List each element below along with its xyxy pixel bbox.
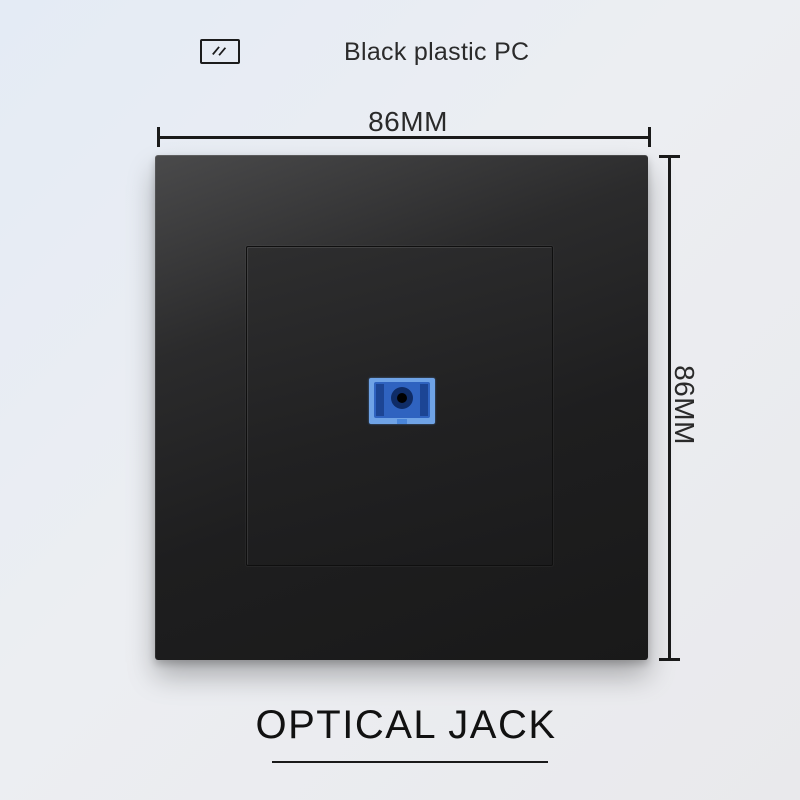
surface-finish-icon	[200, 39, 240, 64]
width-dimension-label: 86MM	[368, 106, 448, 137]
port-body	[374, 382, 430, 418]
height-dimension-label: 86MM	[669, 365, 700, 445]
port-latch-right	[420, 384, 428, 416]
title-underline	[272, 761, 548, 763]
width-dimension-tick-left	[157, 127, 160, 147]
width-dimension-tick-right	[648, 127, 651, 147]
port-latch-left	[376, 384, 384, 416]
height-dimension-line	[668, 156, 671, 660]
width-dimension-line	[158, 136, 650, 139]
height-dimension-tick-top	[659, 155, 680, 158]
material-label: Black plastic PC	[344, 38, 530, 66]
wall-plate	[155, 155, 648, 660]
product-title: OPTICAL JACK	[255, 703, 557, 747]
port-tab	[397, 419, 407, 424]
optical-port-icon	[369, 378, 435, 424]
center-plate	[246, 246, 553, 566]
port-ferrule	[391, 387, 413, 409]
height-dimension-tick-bottom	[659, 658, 680, 661]
